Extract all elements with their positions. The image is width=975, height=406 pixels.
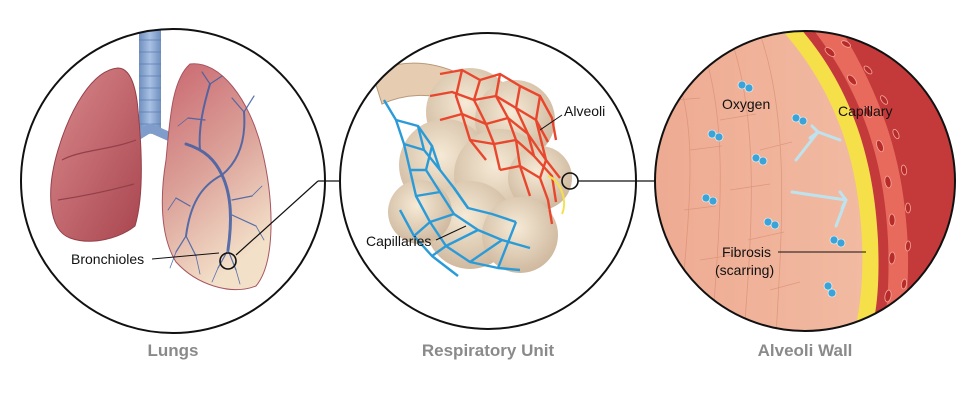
lungs-caption: Lungs [148, 341, 199, 360]
oxygen-molecules [701, 80, 846, 298]
arterial-capillary-net [429, 68, 561, 225]
fibrosis-label-line2: (scarring) [715, 262, 774, 278]
alveoli-leader [539, 114, 563, 131]
oxygen-label: Oxygen [722, 96, 770, 112]
lungs-panel: Bronchioles Lungs [20, 28, 326, 360]
alveoli-wall-frame [654, 30, 956, 332]
fibrosis-label-line1: Fibrosis [722, 244, 771, 260]
capillary-label: Capillary [838, 103, 892, 119]
bronchioles-leader [151, 252, 220, 260]
bronchioles-label: Bronchioles [71, 251, 144, 267]
capillary-lumen [800, 31, 955, 331]
respiratory-unit-panel: Alveoli Capillaries Respiratory Unit [339, 32, 637, 360]
zoom-connector-1 [235, 180, 319, 256]
alveoli-wall-panel: Oxygen Capillary Fibrosis (scarring) Alv… [654, 30, 956, 360]
capillaries-leader [435, 225, 467, 241]
respiratory-unit-caption: Respiratory Unit [422, 341, 555, 360]
red-blood-cells [824, 40, 911, 303]
bronchiole-callout-ring [219, 252, 237, 270]
bronchial-tree [167, 71, 265, 285]
alveoli-label: Alveoli [564, 103, 605, 119]
capillaries-label: Capillaries [366, 233, 431, 249]
alveoli-wall-caption: Alveoli Wall [758, 341, 853, 360]
capillary-wall [780, 31, 879, 331]
venous-capillary-net [382, 99, 531, 277]
trachea [139, 29, 161, 134]
diffusion-arrows [790, 124, 848, 228]
